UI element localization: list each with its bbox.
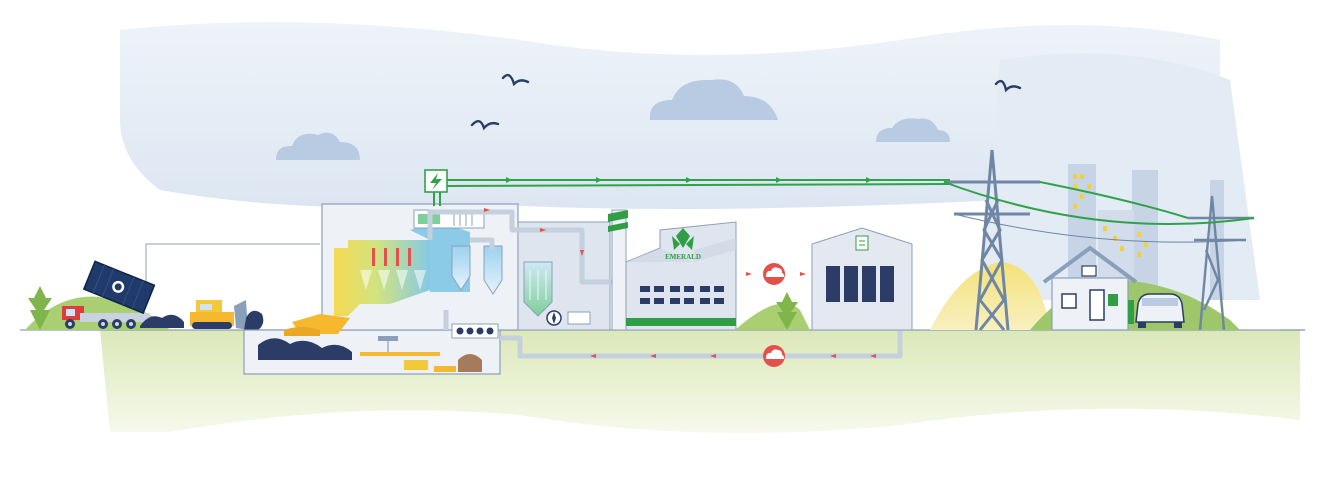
- bulldozer: [190, 300, 264, 330]
- fence-line: [145, 243, 320, 285]
- brand-name: EMERALD: [665, 253, 701, 261]
- bird: [470, 73, 1022, 131]
- lightning-bolt-icon: [424, 169, 448, 193]
- document-icon: [855, 235, 869, 251]
- garbage-truck: [62, 260, 184, 329]
- power-flow-arrow: [506, 177, 872, 183]
- power-line: [953, 213, 1247, 243]
- cloud: [276, 79, 950, 160]
- steam-valve: [763, 345, 785, 367]
- tree: [28, 286, 798, 330]
- power-line: [433, 179, 1255, 226]
- power-pylon: [1188, 195, 1254, 331]
- chimney: [608, 186, 628, 331]
- ground: [20, 329, 1305, 433]
- emerald-factory: EMERALD: [625, 221, 737, 331]
- power-pylon: [944, 149, 1040, 331]
- pipe-arrow: [484, 208, 876, 358]
- car: [1128, 293, 1185, 328]
- steam-valve: [763, 263, 785, 285]
- house: [1042, 245, 1138, 331]
- emerald-logo-icon: [672, 228, 694, 250]
- heat-consumer-building: [811, 227, 913, 331]
- waste-bunker: [243, 329, 501, 375]
